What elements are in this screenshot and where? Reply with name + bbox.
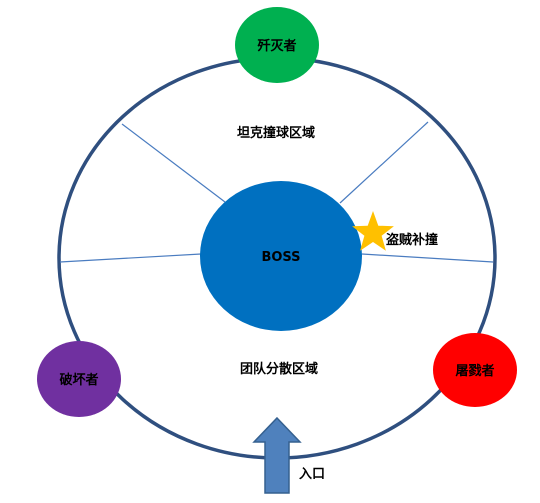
tank-zone-label: 坦克撞球区域 bbox=[237, 125, 315, 141]
team-spread-zone-label: 团队分散区域 bbox=[240, 361, 318, 377]
slaughterer-circle bbox=[433, 333, 517, 407]
arrow-up-icon bbox=[252, 416, 302, 494]
destroyer-label: 破坏者 bbox=[59, 372, 98, 388]
slaughterer-label: 屠戮者 bbox=[455, 363, 494, 379]
star-icon bbox=[352, 211, 394, 251]
destroyer-circle bbox=[37, 341, 121, 417]
boss-circle bbox=[200, 181, 362, 331]
annihilator-circle bbox=[235, 7, 319, 83]
zone-divider-upper-right bbox=[339, 121, 429, 204]
zone-divider-right bbox=[361, 253, 494, 263]
thief-marker-label: 盗贼补撞 bbox=[386, 232, 438, 248]
boss-label: BOSS bbox=[261, 250, 300, 265]
zone-divider-upper-left bbox=[121, 123, 226, 203]
entrance-label: 入口 bbox=[299, 467, 325, 482]
annihilator-label: 歼灭者 bbox=[256, 38, 296, 54]
zone-divider-left bbox=[59, 253, 202, 263]
